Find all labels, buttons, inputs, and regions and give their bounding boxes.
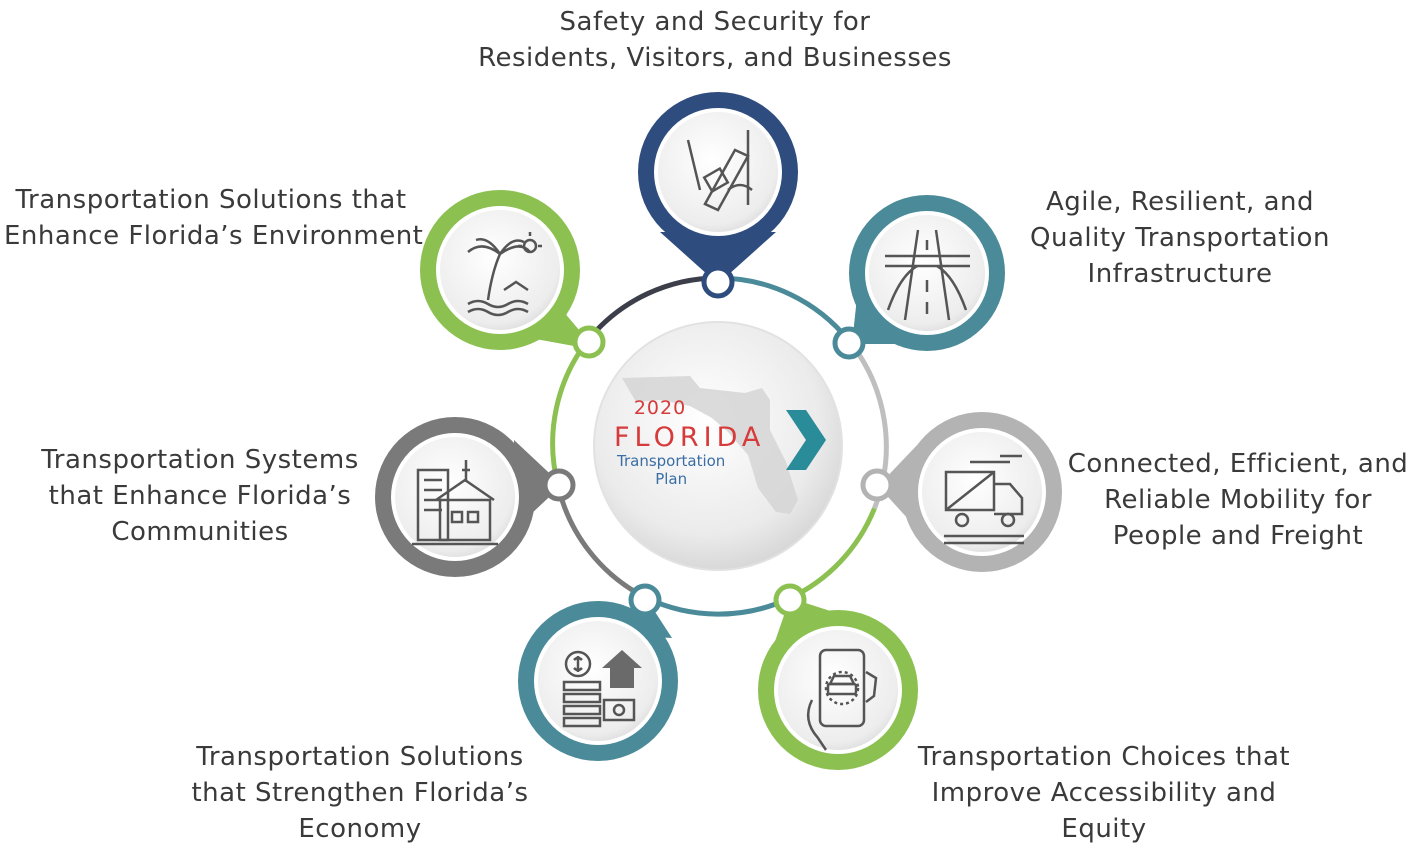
goal-label-safety: Safety and Security for Residents, Visit…	[470, 4, 960, 76]
goal-label-line: Agile, Resilient, and	[1046, 187, 1314, 217]
goal-label-line: Equity	[1061, 814, 1147, 844]
goal-label-line: Transportation Solutions	[196, 742, 524, 772]
goal-label-line: Infrastructure	[1087, 259, 1273, 289]
goal-label-environment: Transportation Solutions that Enhance Fl…	[4, 182, 424, 254]
goal-label-economy: Transportation Solutions that Strengthen…	[190, 739, 530, 847]
truck-icon	[944, 454, 1024, 545]
chevron-icon	[786, 410, 826, 470]
palm-tree-icon	[467, 232, 542, 317]
goal-label-line: Economy	[298, 814, 422, 844]
goal-label-line: that Strengthen Florida’s	[191, 778, 529, 808]
goal-pin-safety	[638, 92, 798, 299]
goal-pin-economy	[518, 583, 678, 761]
goal-pin-choices	[758, 583, 918, 770]
goal-pin-mobility	[860, 412, 1062, 572]
money-house-icon	[562, 650, 642, 728]
city-buildings-icon	[412, 460, 498, 546]
smartphone-car-icon	[806, 648, 878, 751]
ring-arc-gray-left	[555, 484, 648, 601]
goal-pins	[375, 92, 1062, 770]
ring-arc-teal	[717, 275, 851, 343]
goal-label-line: Residents, Visitors, and Businesses	[478, 43, 952, 73]
goal-pin-communities	[375, 417, 576, 577]
goal-label-line: Safety and Security for	[559, 7, 871, 37]
goal-label-line: People and Freight	[1112, 521, 1364, 551]
goal-label-line: Improve Accessibility and	[931, 778, 1277, 808]
goal-label-line: Connected, Efficient, and	[1067, 449, 1409, 479]
ring-arc-teal-bottom	[644, 595, 790, 617]
florida-map-icon	[622, 376, 798, 514]
goal-label-line: Enhance Florida’s Environment	[4, 221, 424, 251]
goal-label-line: Transportation Systems	[41, 445, 359, 475]
goal-pin-infrastructure	[832, 195, 1005, 360]
goal-label-choices: Transportation Choices that Improve Acce…	[912, 739, 1296, 847]
goal-label-line: that Enhance Florida’s	[48, 481, 352, 511]
goal-label-line: Transportation Solutions that	[15, 185, 407, 215]
plan-name: FLORIDA	[614, 422, 766, 453]
plan-subtitle: Transportation Plan	[617, 452, 726, 488]
goal-label-line: Reliable Mobility for	[1104, 485, 1372, 515]
goal-label-line: Transportation Choices that	[917, 742, 1291, 772]
ring-arc-dark	[588, 275, 719, 339]
seatbelt-icon	[686, 130, 753, 212]
goal-pin-environment	[420, 190, 606, 359]
goal-label-line: Quality Transportation	[1030, 223, 1330, 253]
plan-year: 2020	[633, 397, 687, 419]
goal-label-mobility: Connected, Efficient, and Reliable Mobil…	[1066, 446, 1410, 554]
goal-label-communities: Transportation Systems that Enhance Flor…	[40, 442, 360, 550]
goal-label-line: Communities	[111, 517, 289, 547]
center-logo	[593, 321, 843, 571]
highway-icon	[885, 229, 970, 321]
connector-ring	[550, 275, 889, 617]
goal-label-infrastructure: Agile, Resilient, and Quality Transporta…	[1030, 184, 1330, 292]
ring-arc-green-left	[550, 335, 593, 486]
